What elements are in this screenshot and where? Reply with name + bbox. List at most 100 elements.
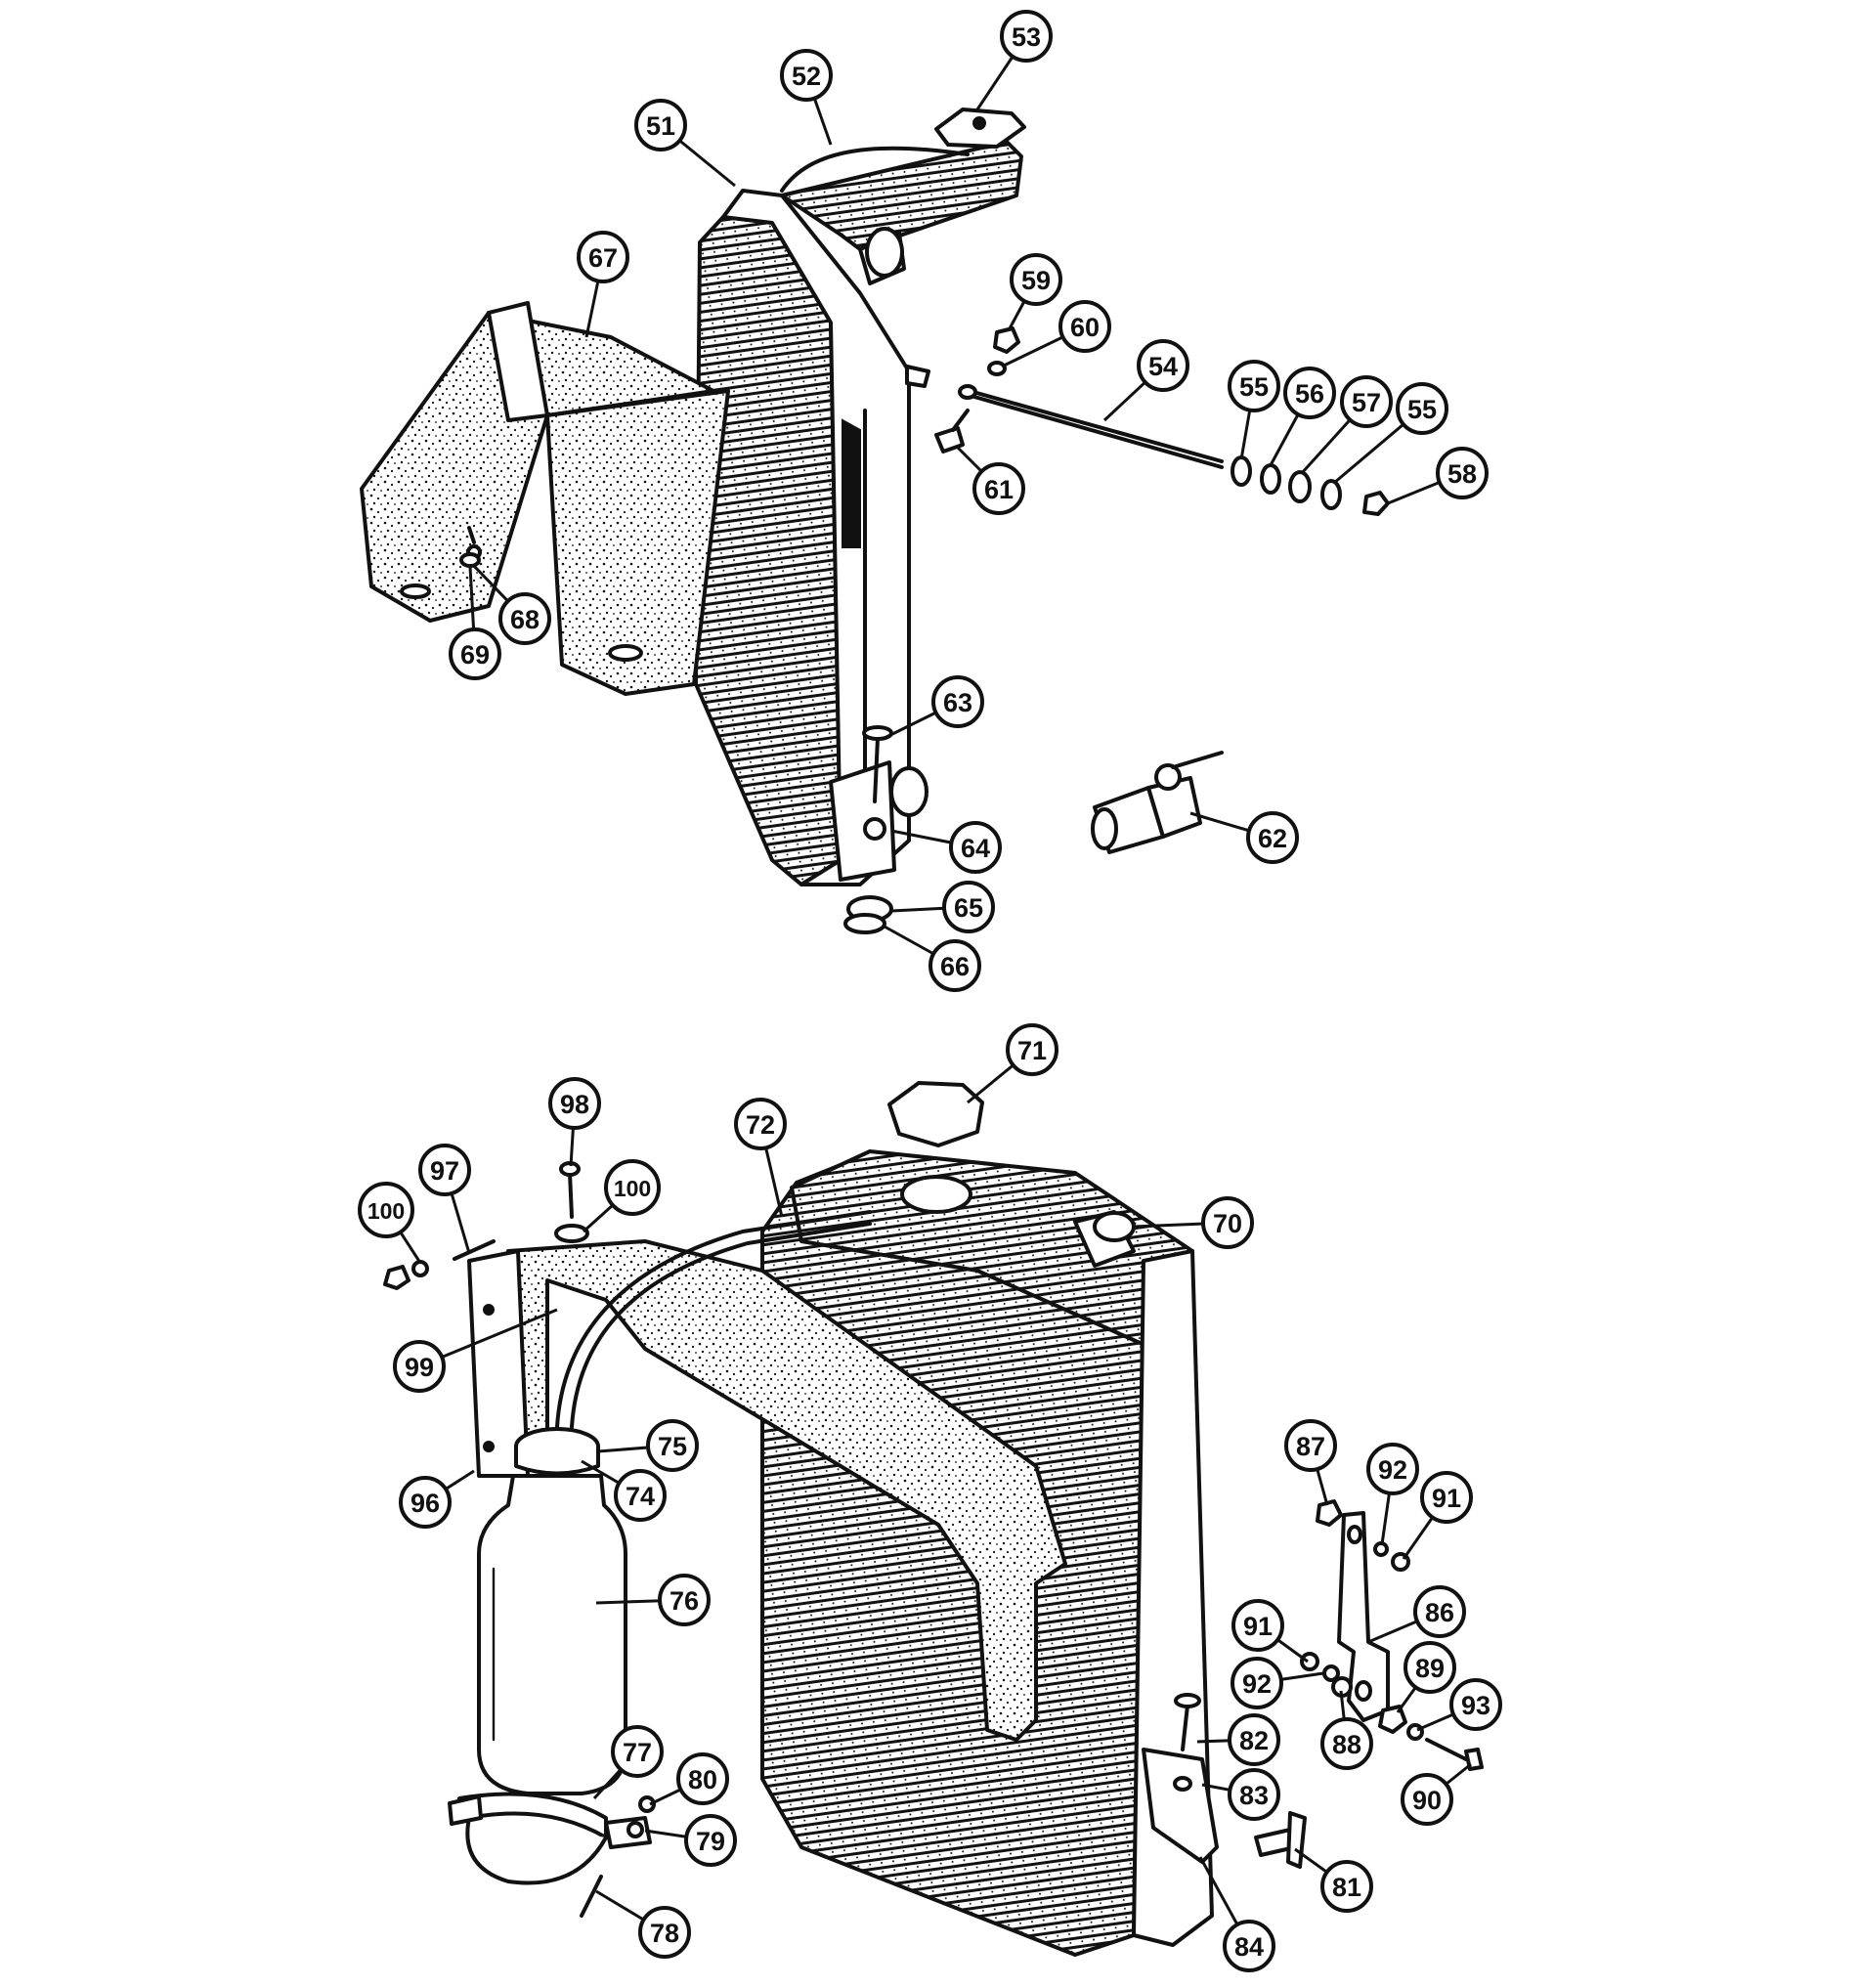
washer-bottle xyxy=(477,1474,627,1795)
callout-c97: 97 xyxy=(418,1144,471,1196)
callout-c86: 86 xyxy=(1413,1585,1466,1638)
upper-top-tank xyxy=(780,140,1023,251)
callout-circle xyxy=(1283,367,1336,419)
callout-label: 77 xyxy=(623,1738,652,1767)
callout-circle xyxy=(604,1159,661,1216)
callout-c90: 90 xyxy=(1401,1773,1453,1826)
callout-label: 91 xyxy=(1432,1484,1461,1513)
callout-circle xyxy=(1413,1585,1466,1638)
callout-c61: 61 xyxy=(972,462,1025,515)
callout-label: 52 xyxy=(792,62,821,91)
callout-label: 56 xyxy=(1295,379,1324,409)
callout-circle xyxy=(449,627,501,680)
callout-c62: 62 xyxy=(1246,811,1299,864)
callout-c99: 99 xyxy=(393,1340,446,1393)
lower-stay-bracket xyxy=(1337,1511,1390,1722)
callout-c81: 81 xyxy=(1320,1860,1373,1913)
callout-c60: 60 xyxy=(1058,300,1111,353)
callout-c92b: 92 xyxy=(1366,1443,1419,1495)
callout-c83: 83 xyxy=(1228,1768,1280,1821)
callout-label: 82 xyxy=(1239,1726,1269,1755)
callout-circle xyxy=(358,1182,414,1238)
callout-label: 100 xyxy=(614,1176,651,1201)
callout-label: 59 xyxy=(1021,266,1051,295)
callout-c77: 77 xyxy=(611,1725,664,1778)
upper-tie-rod xyxy=(961,387,1224,463)
callout-c87: 87 xyxy=(1284,1419,1337,1472)
callout-c56: 56 xyxy=(1283,367,1336,419)
callout-circle xyxy=(399,1476,452,1529)
upper-radiator-artwork xyxy=(360,108,1390,934)
callout-c68: 68 xyxy=(498,592,551,645)
callout-label: 74 xyxy=(626,1482,655,1511)
callout-c53: 53 xyxy=(1000,10,1053,63)
callout-c84: 84 xyxy=(1223,1920,1275,1972)
callout-circle xyxy=(1404,1641,1456,1694)
lower-radiator-artwork xyxy=(383,1081,1484,1957)
callout-circle xyxy=(1137,339,1189,392)
callout-circle xyxy=(638,1906,691,1959)
callout-label: 75 xyxy=(658,1432,687,1461)
callout-label: 84 xyxy=(1234,1932,1264,1962)
callout-label: 76 xyxy=(669,1586,699,1616)
callout-c66: 66 xyxy=(928,939,981,992)
callout-label: 71 xyxy=(1017,1036,1047,1065)
callout-circle xyxy=(1010,253,1062,306)
callout-c92a: 92 xyxy=(1231,1657,1283,1709)
callout-c88: 88 xyxy=(1320,1717,1373,1770)
callout-c70: 70 xyxy=(1201,1196,1254,1249)
callout-circle xyxy=(646,1419,699,1472)
callout-circle xyxy=(418,1144,471,1196)
callout-circle xyxy=(942,881,995,933)
callout-label: 55 xyxy=(1239,372,1269,402)
callout-label: 55 xyxy=(1407,395,1437,424)
callout-circle xyxy=(393,1340,446,1393)
callout-label: 89 xyxy=(1415,1654,1445,1683)
callout-c80: 80 xyxy=(676,1752,729,1805)
lower-bottom-bracket xyxy=(1142,1748,1219,1864)
callout-c74: 74 xyxy=(614,1469,667,1522)
callout-c96: 96 xyxy=(399,1476,452,1529)
callout-label: 87 xyxy=(1296,1432,1325,1461)
callout-c93: 93 xyxy=(1449,1678,1502,1731)
callout-label: 81 xyxy=(1332,1873,1361,1902)
callout-c65: 65 xyxy=(942,881,995,933)
callout-label: 99 xyxy=(405,1353,434,1382)
callout-c63: 63 xyxy=(931,675,984,728)
lower-filler-cap xyxy=(887,1081,984,1147)
callout-label: 78 xyxy=(650,1919,679,1948)
callout-label: 98 xyxy=(560,1090,589,1119)
callout-circle xyxy=(1228,1768,1280,1821)
callout-circle xyxy=(548,1077,601,1130)
callout-label: 65 xyxy=(954,893,983,923)
callout-label: 62 xyxy=(1258,824,1287,853)
callout-label: 88 xyxy=(1332,1730,1361,1759)
callout-circle xyxy=(931,675,984,728)
callout-circle xyxy=(498,592,551,645)
callout-label: 90 xyxy=(1412,1786,1442,1815)
callout-circle xyxy=(1284,1419,1337,1472)
callout-circle xyxy=(1231,1657,1283,1709)
callout-label: 79 xyxy=(696,1827,725,1856)
callout-c54: 54 xyxy=(1137,339,1189,392)
callout-c51: 51 xyxy=(634,99,687,151)
callout-circle xyxy=(1231,1599,1284,1652)
callout-label: 68 xyxy=(510,605,540,634)
callout-circle xyxy=(614,1469,667,1522)
callout-label: 70 xyxy=(1213,1209,1242,1238)
callout-c76: 76 xyxy=(658,1574,711,1626)
callout-circle xyxy=(780,49,833,102)
callout-c55a: 55 xyxy=(1228,360,1280,412)
callout-circle xyxy=(1420,1471,1473,1524)
callout-c67: 67 xyxy=(577,231,629,283)
callout-label: 64 xyxy=(961,834,990,863)
callout-label: 92 xyxy=(1242,1669,1272,1699)
callout-c57: 57 xyxy=(1340,375,1393,428)
callout-circle xyxy=(1396,382,1448,435)
callout-circle xyxy=(1228,1713,1280,1766)
callout-c59: 59 xyxy=(1010,253,1062,306)
callout-label: 54 xyxy=(1148,352,1178,381)
callout-label: 67 xyxy=(588,243,618,273)
